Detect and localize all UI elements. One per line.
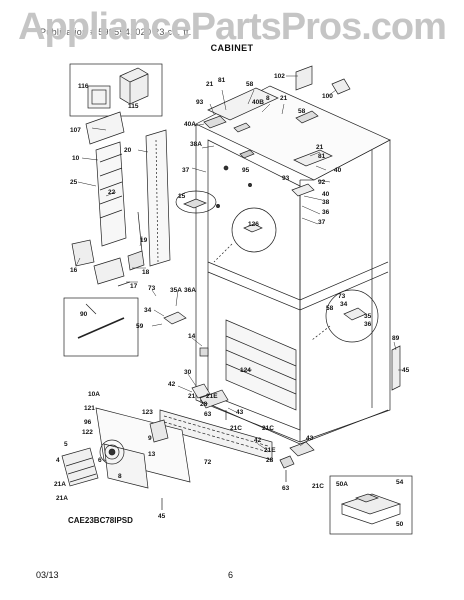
part-label: 17 [130, 283, 138, 290]
part-label: 38 [322, 199, 330, 206]
part-label: 34 [144, 307, 152, 314]
part-label: 40 [322, 191, 330, 198]
part-label: 38A [190, 141, 202, 148]
cabinet-body [195, 85, 391, 445]
footer-date: 03/13 [36, 570, 59, 580]
part-label: 107 [70, 127, 81, 134]
part-label: 21C [312, 483, 324, 490]
part-label: 21 [206, 81, 214, 88]
part-label: 36A [184, 287, 196, 294]
part-label: 4 [56, 457, 60, 464]
part-label: 50 [396, 521, 404, 528]
part-label: 81 [318, 153, 326, 160]
part-label: 63 [282, 485, 290, 492]
publication-header: Publication # 5995541020 23 cu. ft. [40, 27, 192, 37]
part-label: 37 [318, 219, 326, 226]
part-label: 19 [140, 237, 148, 244]
part-label: 43 [236, 409, 244, 416]
part-label: 13 [148, 451, 156, 458]
part-label: 21 [316, 144, 324, 151]
part-label: 40A [184, 121, 196, 128]
part-label: 36 [364, 321, 372, 328]
part-label: 116 [78, 83, 89, 90]
part-label: 42 [168, 381, 176, 388]
part-label: 89 [392, 335, 400, 342]
part-label: 21C [262, 425, 274, 432]
part-label: 58 [326, 305, 334, 312]
part-label: 58 [298, 108, 306, 115]
part-label: 92 [318, 179, 326, 186]
part-label: 34 [340, 301, 348, 308]
part-label: 123 [142, 409, 153, 416]
part-label: 45 [402, 367, 410, 374]
part-label: 93 [282, 175, 290, 182]
part-label: 72 [204, 459, 212, 466]
part-label: 10A [88, 391, 100, 398]
part-label: 95 [242, 167, 250, 174]
part-label: 28 [200, 401, 208, 408]
footer-page-number: 6 [228, 570, 234, 580]
part-label: 15 [178, 193, 186, 200]
watermark-logo: AppliancePartsPros.com [18, 6, 447, 48]
part-label: 54 [396, 479, 404, 486]
part-label: 73 [148, 285, 156, 292]
model-number: CAE23BC78IPSD [68, 516, 133, 525]
part-label: 122 [82, 429, 93, 436]
part-label: 21A [54, 481, 66, 488]
part-label: 102 [274, 73, 285, 80]
diagram-title: CABINET [210, 43, 254, 53]
part-label: 22 [108, 189, 116, 196]
part-label: 58 [246, 81, 254, 88]
part-label: 96 [84, 419, 92, 426]
part-label: 21A [56, 495, 68, 502]
inset-box-90 [63, 297, 139, 357]
part-label: 28 [266, 457, 274, 464]
part-label: 18 [142, 269, 150, 276]
part-label: 21C [230, 425, 242, 432]
part-label: 93 [196, 99, 204, 106]
part-label: 126 [248, 221, 259, 228]
part-label: 9 [148, 435, 152, 442]
part-label: 73 [338, 293, 346, 300]
part-label: 5 [64, 441, 68, 448]
part-label: 21E [206, 393, 218, 400]
part-label: 36 [322, 209, 330, 216]
part-label: 8 [118, 473, 122, 480]
part-label: 50A [336, 481, 348, 488]
part-label: 63 [204, 411, 212, 418]
part-label: 35 [364, 313, 372, 320]
part-label: 10 [72, 155, 80, 162]
part-label: 14 [188, 333, 196, 340]
part-label: 45 [158, 513, 166, 520]
part-label: 21 [280, 95, 288, 102]
part-label: 43 [306, 435, 314, 442]
part-label: 100 [322, 93, 333, 100]
magnifier-detail-126 [231, 207, 277, 253]
callout-oval-15 [175, 190, 217, 214]
part-label: 21 [188, 393, 196, 400]
part-label: 16 [70, 267, 78, 274]
magnifier-detail-58 [325, 289, 379, 343]
part-label: 90 [80, 311, 88, 318]
part-label: 40B [252, 99, 264, 106]
part-label: 25 [70, 179, 78, 186]
part-label: 35A [170, 287, 182, 294]
part-label: 21E [264, 447, 276, 454]
part-label: 81 [218, 77, 226, 84]
part-label: 20 [124, 147, 132, 154]
part-label: 30 [184, 369, 192, 376]
inset-box-50a [329, 475, 413, 535]
part-label: 59 [136, 323, 144, 330]
part-label: 121 [84, 405, 95, 412]
part-label: 124 [240, 367, 251, 374]
part-label: 40 [334, 167, 342, 174]
part-label: 115 [128, 103, 139, 110]
part-label: 6 [98, 457, 102, 464]
part-number-labels: 116 115 102 100 21 81 58 93 40B 8 21 58 … [54, 73, 410, 528]
part-label: 37 [182, 167, 190, 174]
part-label: 8 [266, 95, 270, 102]
part-label: 42 [254, 437, 262, 444]
